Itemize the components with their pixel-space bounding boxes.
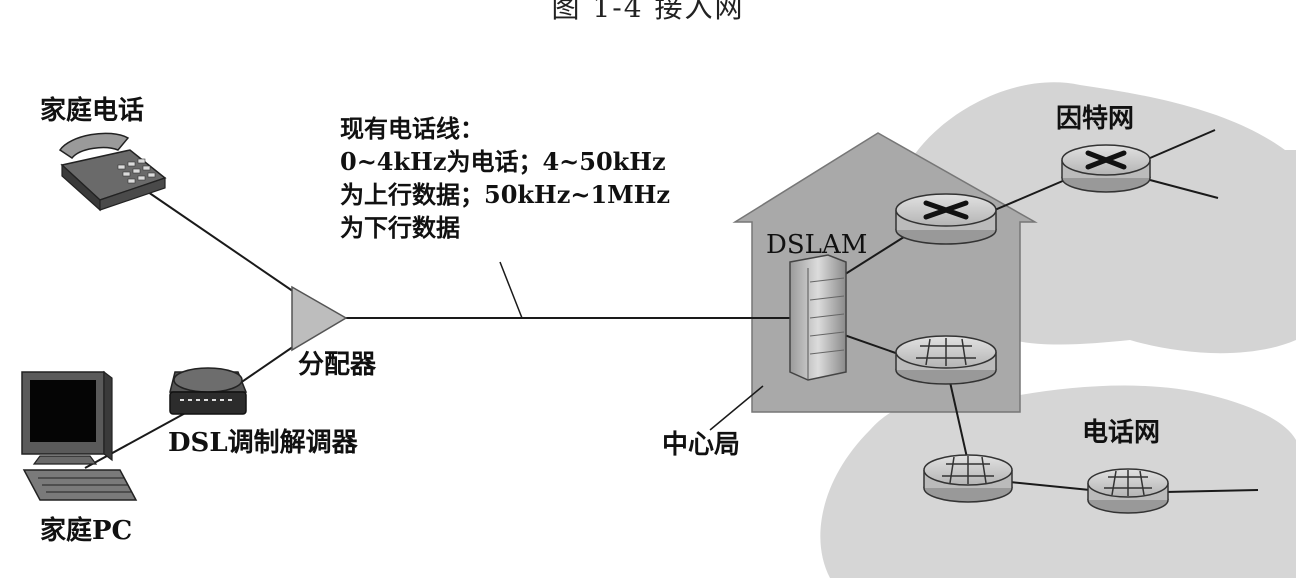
phone-line-caption: 现有电话线： 0~4kHz为电话；4~50kHz 为上行数据；50kHz~1MH… [340, 112, 670, 244]
annotation-leader-phone-line [499, 261, 523, 319]
phone-link-2 [1009, 481, 1091, 491]
dsl-modem-label: DSL调制解调器 [168, 428, 358, 458]
caption-line-1: 现有电话线： [340, 114, 484, 143]
central-office-label: 中心局 [662, 430, 741, 460]
home-phone-label: 家庭电话 [40, 96, 145, 126]
dsl-modem-icon [169, 367, 248, 415]
caption-line-2: 0~4kHz为电话；4~50kHz [340, 147, 666, 177]
caption-line-3: 为上行数据；50kHz~1MHz [340, 180, 671, 210]
figure-title: 图 1-4 接入网 [551, 0, 745, 24]
splitter-label: 分配器 [298, 350, 377, 380]
dslam-rack [789, 254, 847, 381]
internet-link-2 [1149, 129, 1216, 159]
annotation-leader-central-office [709, 385, 764, 431]
phone-to-splitter-line [147, 191, 301, 297]
phone-link-1 [949, 381, 969, 463]
telephone-network-label: 电话网 [1082, 418, 1161, 448]
dslam-label: DSLAM [766, 230, 868, 260]
phone-switch-3 [1087, 468, 1169, 514]
pc-to-modem-line [84, 404, 201, 469]
caption-line-4: 为下行数据 [340, 213, 460, 243]
phone-switch-2 [923, 454, 1013, 503]
telephone-network-cloud [820, 385, 1296, 578]
internet-link-3 [1149, 179, 1219, 199]
phone-link-3 [1164, 489, 1259, 493]
home-pc-icon [21, 370, 138, 501]
internet-router-2 [1061, 144, 1151, 193]
home-telephone-icon [58, 132, 167, 212]
internet-label: 因特网 [1056, 104, 1135, 134]
home-pc-label: 家庭PC [40, 516, 133, 546]
splitter-shape [291, 285, 348, 352]
phone-switch-1 [895, 335, 997, 385]
internet-router-1 [895, 193, 997, 245]
internet-link-1 [989, 179, 1066, 213]
